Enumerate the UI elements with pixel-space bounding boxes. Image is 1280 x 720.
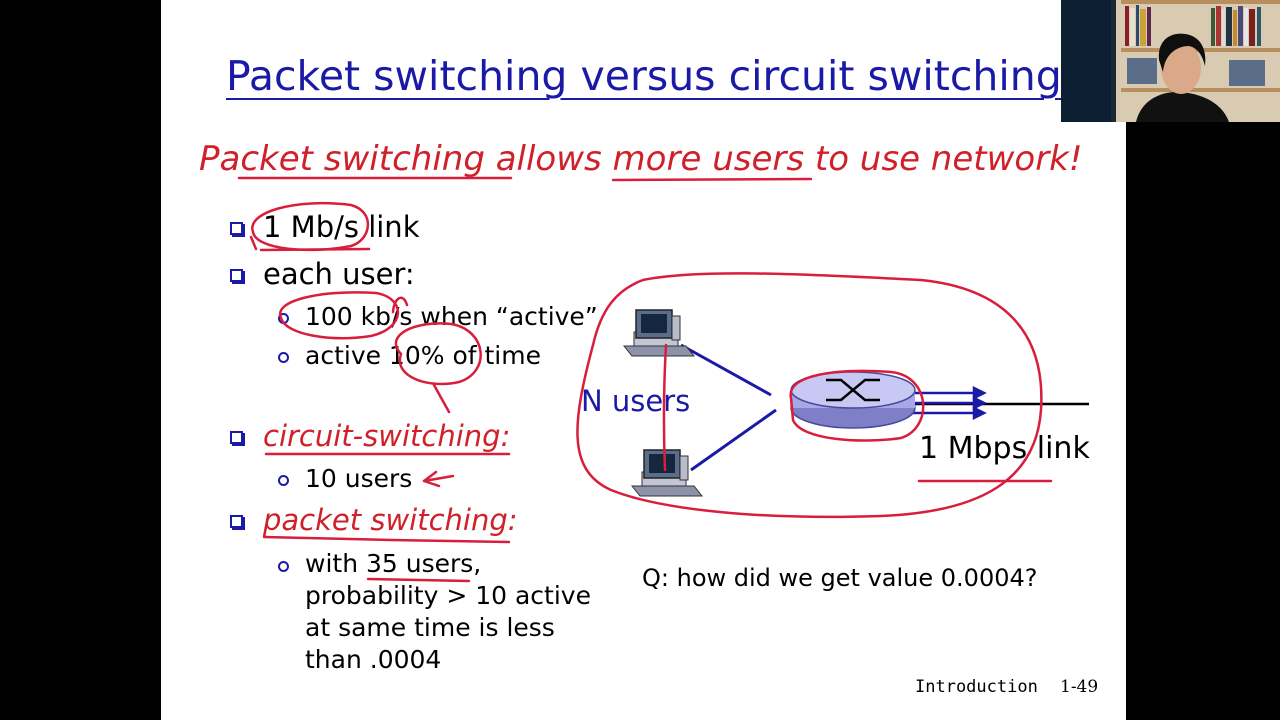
bullet-circuit-users: 10 users [305, 464, 413, 493]
computer-icon [622, 309, 696, 357]
n-users-label: N users [581, 384, 691, 418]
bullet-packet-switching: packet switching: [263, 503, 518, 537]
user-link-top [680, 343, 772, 397]
packet-line-1: with 35 users, [305, 549, 482, 578]
packet-line-2: probability > 10 active [305, 581, 591, 610]
circle-bullet-icon [278, 352, 289, 363]
square-bullet-icon [230, 431, 243, 444]
question-text: Q: how did we get value 0.0004? [642, 564, 1038, 592]
user-link-bottom [690, 408, 777, 472]
network-diagram [622, 309, 1089, 497]
webcam-feed [1061, 0, 1280, 122]
slide-title: Packet switching versus circuit switchin… [226, 52, 1062, 100]
packet-line-3: at same time is less [305, 613, 555, 642]
slide-headline: Packet switching allows more users to us… [199, 139, 1083, 179]
square-bullet-icon [230, 269, 243, 282]
webcam-overlay [1061, 0, 1280, 122]
footer-section: Introduction [915, 677, 1038, 697]
bullet-each-user: each user: [263, 257, 415, 291]
lecture-slide: Packet switching versus circuit switchin… [161, 0, 1126, 720]
person [1136, 33, 1229, 122]
books [1125, 5, 1265, 86]
circle-bullet-icon [278, 475, 289, 486]
square-bullet-icon [230, 222, 243, 235]
computer-icon [630, 449, 704, 497]
square-bullet-icon [230, 515, 243, 528]
router-icon [790, 371, 916, 429]
bullet-circuit-switching: circuit-switching: [263, 419, 511, 453]
packet-line-4: than .0004 [305, 645, 442, 674]
circle-bullet-icon [278, 561, 289, 572]
link-capacity-label: 1 Mbps link [919, 431, 1090, 466]
footer-page-number: 1-49 [1060, 677, 1099, 697]
